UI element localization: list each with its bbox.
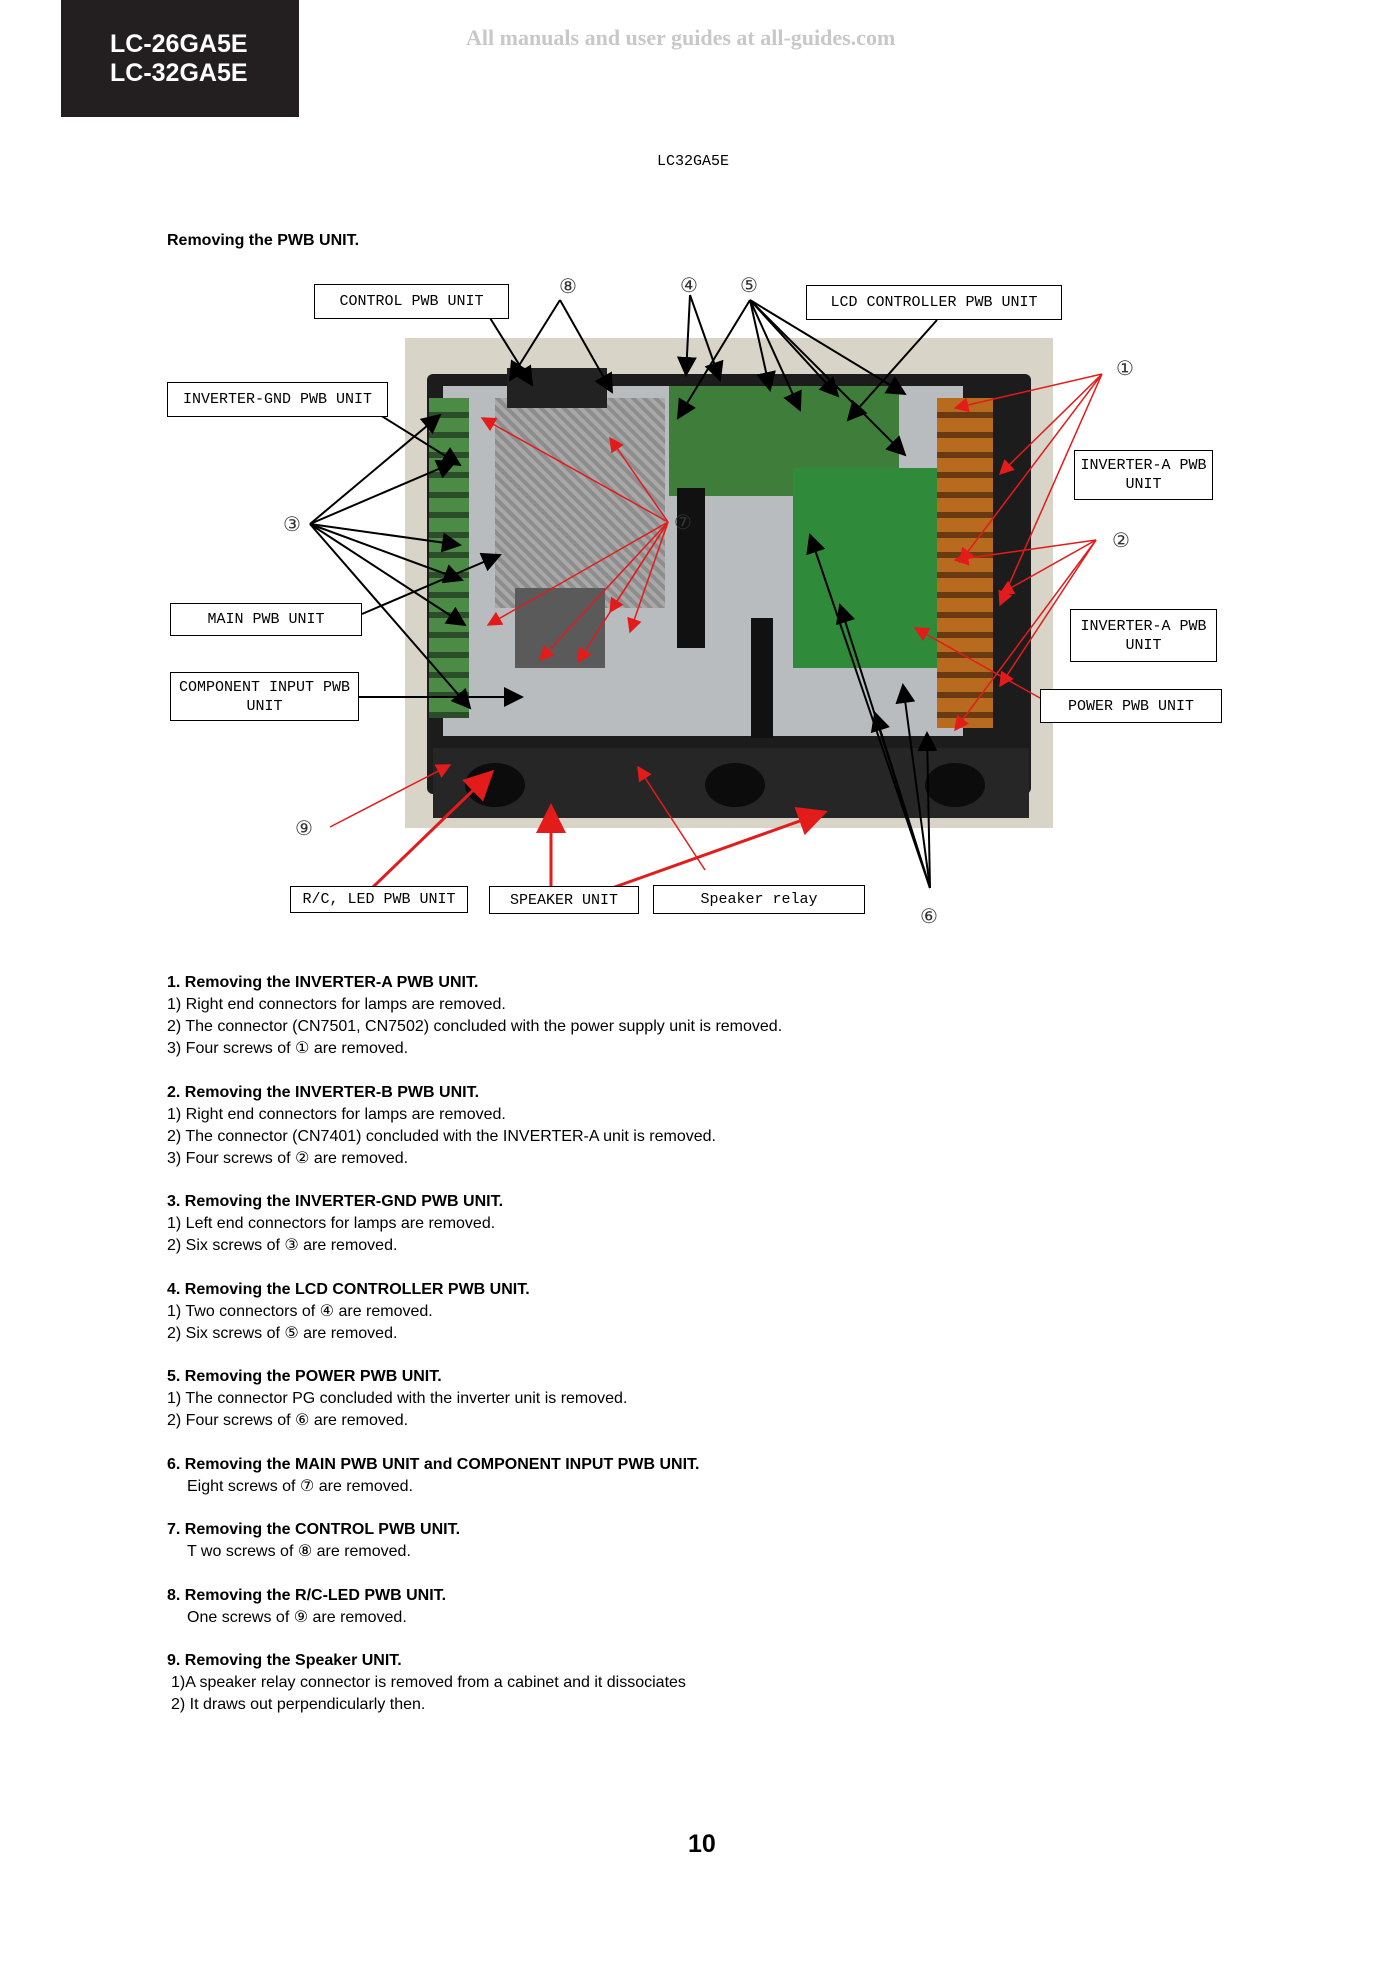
step-title: 8. Removing the R/C-LED PWB UNIT.	[167, 1586, 447, 1604]
step-9: 9. Removing the Speaker UNIT. 1)A speake…	[167, 1650, 1267, 1716]
marker-1: ①	[1116, 356, 1134, 380]
black-tape	[751, 618, 773, 738]
step-line: 3) Four screws of ① are removed.	[167, 1040, 409, 1057]
step-title: 3. Removing the INVERTER-GND PWB UNIT.	[167, 1193, 504, 1210]
step-line: One screws of ⑨ are removed.	[187, 1608, 407, 1626]
step-2: 2. Removing the INVERTER-B PWB UNIT. 1) …	[167, 1082, 1267, 1170]
step-title: 4. Removing the LCD CONTROLLER PWB UNIT.	[167, 1280, 530, 1298]
step-6: 6. Removing the MAIN PWB UNIT and COMPON…	[167, 1454, 1267, 1498]
step-line: 1) Left end connectors for lamps are rem…	[167, 1215, 496, 1232]
callout-main-pwb: MAIN PWB UNIT	[170, 603, 362, 636]
step-8: 8. Removing the R/C-LED PWB UNIT. One sc…	[167, 1585, 1267, 1629]
callout-rc-led-pwb: R/C, LED PWB UNIT	[290, 886, 468, 913]
figure-caption: LC32GA5E	[657, 153, 730, 170]
step-title: 7. Removing the CONTROL PWB UNIT.	[167, 1521, 461, 1538]
step-line: 2) Four screws of ⑥ are removed.	[167, 1412, 409, 1429]
marker-3: ③	[283, 512, 301, 536]
callout-lcd-controller-pwb: LCD CONTROLLER PWB UNIT	[806, 285, 1062, 320]
step-line: 1)A speaker relay connector is removed f…	[171, 1674, 686, 1691]
black-tape	[677, 488, 705, 648]
callout-control-pwb: CONTROL PWB UNIT	[314, 284, 509, 319]
callout-arrows	[309, 294, 1103, 890]
step-line: T wo screws of ⑧ are removed.	[187, 1543, 411, 1560]
step-3: 3. Removing the INVERTER-GND PWB UNIT. 1…	[167, 1191, 1267, 1257]
step-line: 1) Two connectors of ④ are removed.	[167, 1302, 433, 1320]
step-title: 6. Removing the MAIN PWB UNIT and COMPON…	[167, 1455, 700, 1473]
step-line: 1) The connector PG concluded with the i…	[167, 1390, 628, 1407]
marker-6: ⑥	[920, 904, 938, 928]
callout-speaker-unit: SPEAKER UNIT	[489, 886, 639, 914]
disassembly-figure: CONTROL PWB UNIT LCD CONTROLLER PWB UNIT…	[0, 0, 1400, 960]
step-line: 2) Six screws of ③ are removed.	[167, 1237, 398, 1254]
marker-9: ⑨	[295, 816, 313, 840]
model-name-32: LC-32GA5E	[110, 59, 248, 87]
step-line: 1) Right end connectors for lamps are re…	[167, 1105, 506, 1123]
step-title: 5. Removing the POWER PWB UNIT.	[167, 1368, 442, 1385]
marker-7: ⑦	[674, 510, 692, 534]
callout-power-pwb: POWER PWB UNIT	[1040, 689, 1222, 723]
step-title: 2. Removing the INVERTER-B PWB UNIT.	[167, 1083, 480, 1101]
step-line: 2) Six screws of ⑤ are removed.	[167, 1324, 398, 1342]
marker-5: ⑤	[740, 273, 758, 297]
step-line: 3) Four screws of ② are removed.	[167, 1149, 409, 1167]
callout-component-input-pwb: COMPONENT INPUT PWB UNIT	[170, 672, 359, 721]
step-7: 7. Removing the CONTROL PWB UNIT. T wo s…	[167, 1519, 1267, 1563]
step-line: 2) It draws out perpendicularly then.	[171, 1696, 426, 1713]
step-4: 4. Removing the LCD CONTROLLER PWB UNIT.…	[167, 1279, 1267, 1345]
callout-inverter-a-pwb-bottom: INVERTER-A PWB UNIT	[1070, 609, 1217, 662]
step-title: 1. Removing the INVERTER-A PWB UNIT.	[167, 974, 479, 991]
speaker-cone	[925, 763, 985, 807]
step-line: 2) The connector (CN7501, CN7502) conclu…	[167, 1018, 783, 1035]
marker-8: ⑧	[559, 274, 577, 298]
step-line: 1) Right end connectors for lamps are re…	[167, 996, 506, 1013]
step-1: 1. Removing the INVERTER-A PWB UNIT. 1) …	[167, 972, 1267, 1060]
watermark: All manuals and user guides at all-guide…	[466, 25, 896, 50]
callout-speaker-relay: Speaker relay	[653, 885, 865, 914]
callout-inverter-a-pwb-top: INVERTER-A PWB UNIT	[1074, 450, 1213, 500]
step-5: 5. Removing the POWER PWB UNIT. 1) The c…	[167, 1366, 1267, 1432]
procedure-steps: 1. Removing the INVERTER-A PWB UNIT. 1) …	[167, 972, 1267, 1738]
step-title: 9. Removing the Speaker UNIT.	[167, 1652, 402, 1669]
page-number: 10	[688, 1830, 716, 1858]
step-line: 2) The connector (CN7401) concluded with…	[167, 1127, 716, 1145]
marker-4: ④	[680, 273, 698, 297]
model-name-26: LC-26GA5E	[110, 30, 248, 58]
marker-2: ②	[1112, 528, 1130, 552]
model-label-box: LC-26GA5E LC-32GA5E	[61, 0, 299, 117]
speaker-cone	[705, 763, 765, 807]
step-line: Eight screws of ⑦ are removed.	[187, 1477, 413, 1495]
section-title: Removing the PWB UNIT.	[167, 232, 360, 249]
callout-inverter-gnd-pwb: INVERTER-GND PWB UNIT	[167, 382, 388, 417]
